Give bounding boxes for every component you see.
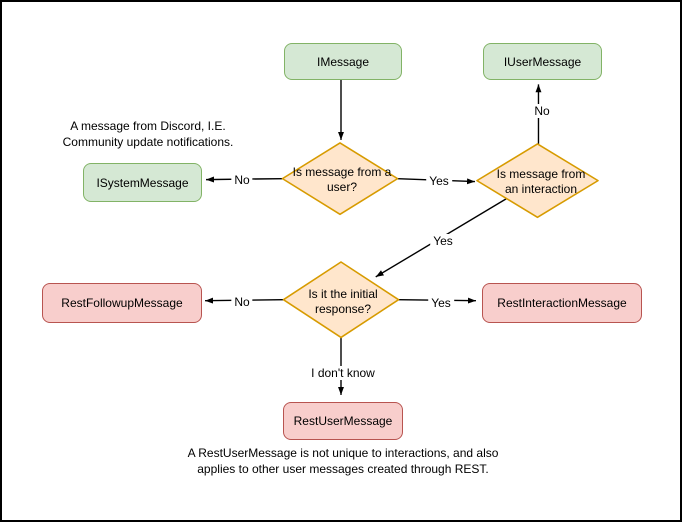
node-isystemmessage: ISystemMessage (83, 163, 202, 202)
decision-diamond-is-from-interaction (476, 143, 599, 219)
edge-label-initial-yes: Yes (428, 296, 454, 310)
node-restfollowupmessage: RestFollowupMessage (42, 283, 202, 323)
node-restinteractionmessage-label: RestInteractionMessage (497, 296, 627, 310)
decision-label-is-from-user: Is message from a user? (292, 165, 392, 194)
decision-diamond-is-initial-response (282, 261, 400, 339)
decision-diamond-is-from-user (281, 142, 399, 216)
edge-label-from-interaction-yes: Yes (430, 234, 456, 248)
node-iusermessage-label: IUserMessage (503, 54, 582, 69)
note-system-message: A message from Discord, I.E. Community u… (62, 119, 234, 149)
node-restusermessage: RestUserMessage (283, 402, 403, 440)
node-imessage-label: IMessage (316, 54, 370, 69)
note-rest-user-message: A RestUserMessage is not unique to inter… (187, 446, 499, 476)
node-restfollowupmessage-label: RestFollowupMessage (61, 296, 183, 310)
edge-label-from-interaction-no: No (531, 104, 553, 118)
decision-label-is-initial-response: Is it the initial response? (308, 287, 378, 316)
node-iusermessage: IUserMessage (483, 43, 602, 80)
edge-label-from-user-yes: Yes (426, 174, 452, 188)
node-isystemmessage-label: ISystemMessage (96, 175, 189, 190)
edge-label-initial-idk: I don't know (308, 366, 378, 380)
node-imessage: IMessage (284, 43, 402, 80)
edge-label-initial-no: No (231, 295, 253, 309)
decision-label-is-from-interaction: Is message from an interaction (496, 167, 586, 196)
edge-label-from-user-no: No (231, 173, 253, 187)
node-restusermessage-label: RestUserMessage (293, 414, 393, 428)
node-restinteractionmessage: RestInteractionMessage (482, 283, 642, 323)
